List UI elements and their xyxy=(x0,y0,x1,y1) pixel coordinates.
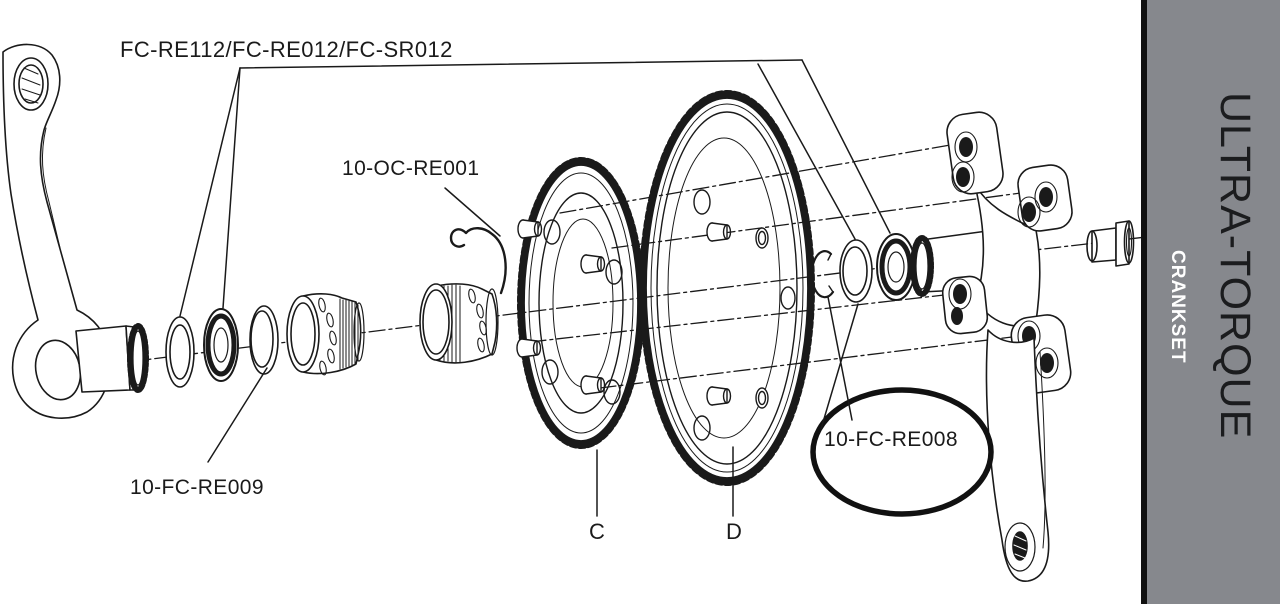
pedal-boss xyxy=(1004,522,1036,572)
pedal-thread-hole-left xyxy=(13,57,49,111)
retaining-spring-clip xyxy=(449,227,507,295)
bearing-right xyxy=(876,233,916,301)
label-safety-clip: 10-OC-RE001 xyxy=(342,157,480,180)
sidebar-subtitle: CRANKSET xyxy=(1167,250,1188,364)
highlight-ellipse xyxy=(810,387,994,517)
chainring-d xyxy=(639,90,815,486)
left-crank-arm xyxy=(2,43,111,419)
crankset-exploded-diagram xyxy=(2,43,1147,582)
pedal-thread-hole-right xyxy=(1012,531,1028,561)
bearing-left xyxy=(203,308,239,382)
spline-teeth xyxy=(127,323,149,393)
label-highlighted-circlip: 10-FC-RE008 xyxy=(824,428,958,451)
circlip xyxy=(810,250,835,299)
chainring-c xyxy=(517,157,645,449)
label-chainring-c: C xyxy=(589,519,606,544)
bearing-cup-left xyxy=(286,293,365,376)
label-chainring-d: D xyxy=(726,519,743,544)
label-bearing-group: FC-RE112/FC-RE012/FC-SR012 xyxy=(120,37,453,62)
washer xyxy=(165,316,195,388)
crank-fixing-bolt xyxy=(1086,220,1135,267)
bearing-cup-right xyxy=(419,283,499,364)
label-wave-washer-left: 10-FC-RE009 xyxy=(130,476,264,499)
leader-lines xyxy=(179,59,891,517)
sidebar xyxy=(1147,0,1280,604)
wave-washer-left xyxy=(249,305,279,375)
right-crank-spider xyxy=(941,111,1073,394)
axle-spline-teeth xyxy=(910,235,934,297)
chainring-bolts xyxy=(516,219,769,409)
sidebar-divider xyxy=(1141,0,1147,604)
right-crank-arm xyxy=(985,329,1050,582)
spindle-half-axle xyxy=(75,323,149,393)
wave-washer-right xyxy=(839,239,873,303)
sidebar-title: ULTRA-TORQUE xyxy=(1211,92,1259,440)
